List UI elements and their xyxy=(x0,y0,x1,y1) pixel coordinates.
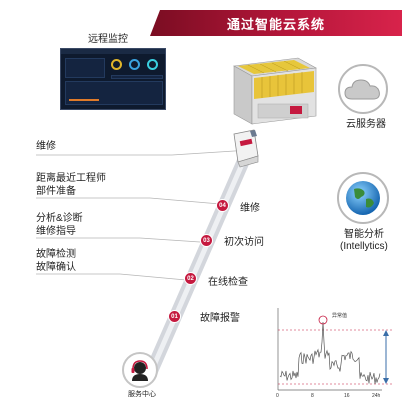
x-tick-8: 8 xyxy=(311,393,314,399)
banner-title: 通过智能云系统 xyxy=(226,16,325,32)
anomaly-chart xyxy=(277,308,392,391)
cloud-icon xyxy=(344,79,380,100)
monitor-dashboard xyxy=(60,48,166,110)
service-center-badge xyxy=(122,352,158,388)
x-tick-16: 16 xyxy=(344,393,350,399)
service-truck xyxy=(233,129,259,168)
x-tick-0: 0 xyxy=(276,393,279,399)
label-analysis: 分析&诊断 xyxy=(36,213,83,224)
label-repair: 维修 xyxy=(36,141,56,152)
label-parts-prep: 部件准备 xyxy=(36,186,76,197)
label-fault-detect: 故障检测 xyxy=(36,249,76,260)
service-center-label: 服务中心 xyxy=(128,391,156,398)
x-tick-24h: 24h xyxy=(372,393,381,399)
cloud-server-badge xyxy=(338,64,388,114)
step-label-1: 故障报警 xyxy=(200,313,240,324)
analytics-label: 智能分析 xyxy=(344,229,384,240)
analytics-badge xyxy=(337,172,389,224)
chiller-unit xyxy=(233,57,317,125)
step-node-2: 02 xyxy=(184,272,197,285)
globe-icon xyxy=(346,181,380,215)
label-fault-confirm: 故障确认 xyxy=(36,262,76,273)
analytics-sublabel: (Intellytics) xyxy=(340,241,388,252)
cloud-label: 云服务器 xyxy=(346,119,386,130)
remote-monitor-label: 远程监控 xyxy=(88,34,128,45)
step-label-4: 维修 xyxy=(240,203,260,214)
step-node-3: 03 xyxy=(200,234,213,247)
anomaly-marker xyxy=(318,315,328,325)
chart-annotation: 异常值 xyxy=(332,313,348,319)
step-node-4: 04 xyxy=(216,199,229,212)
step-label-3: 初次访问 xyxy=(224,237,264,248)
step-node-1: 01 xyxy=(168,310,181,323)
title-banner: 通过智能云系统 xyxy=(150,10,402,36)
trend-line xyxy=(279,321,381,384)
label-guidance: 维修指导 xyxy=(36,226,76,237)
step-label-2: 在线检查 xyxy=(208,277,248,288)
label-nearest-engineer: 距离最近工程师 xyxy=(36,173,106,184)
headset-operator-icon xyxy=(131,360,148,381)
